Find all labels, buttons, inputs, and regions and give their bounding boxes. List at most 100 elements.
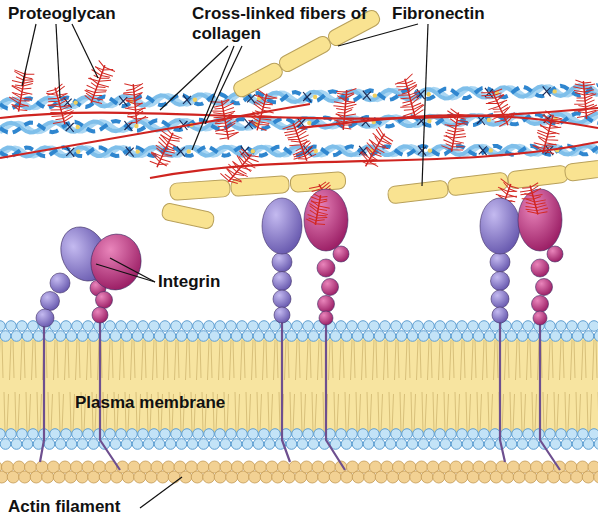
lipid-head: [435, 429, 446, 440]
lipid-head: [517, 331, 528, 342]
lipid-head: [22, 439, 33, 450]
lipid-tail: [142, 340, 147, 380]
lipid-head: [363, 331, 374, 342]
lipid-tail: [175, 340, 180, 380]
cross-link-dot: [552, 89, 556, 93]
proteoglycan: [531, 110, 564, 157]
integrin-domain: [532, 296, 549, 313]
lipid-head: [127, 321, 138, 332]
lipid-head: [374, 331, 385, 342]
lipid-tail: [0, 340, 3, 380]
lipid-head: [468, 429, 479, 440]
lipid-head: [292, 429, 303, 440]
integrin-domain: [50, 273, 70, 293]
lipid-head: [226, 429, 237, 440]
lipid-head: [319, 331, 330, 342]
glycan-chain: [360, 156, 376, 168]
leader-line: [96, 264, 155, 282]
proteoglycan: [355, 126, 395, 173]
lipid-head: [286, 439, 297, 450]
lipid-tail: [516, 340, 521, 380]
lipid-head: [594, 331, 598, 342]
lipid-head: [413, 321, 424, 332]
glycan-chain: [445, 130, 465, 136]
integrin-domain: [272, 252, 292, 272]
glycan-chain: [450, 119, 468, 125]
lipid-tail: [48, 392, 53, 432]
fibronectin-segment: [169, 179, 230, 200]
lipid-head: [149, 321, 160, 332]
glycan-chain: [574, 105, 598, 111]
lipid-head: [116, 429, 127, 440]
lipid-tail: [21, 340, 26, 380]
lipid-tail: [356, 392, 361, 432]
glycan-chain: [400, 102, 421, 110]
lipid-tail: [4, 392, 9, 432]
glycan-chain: [11, 102, 27, 108]
lipid-tail: [10, 340, 15, 380]
lipid-head: [517, 439, 528, 450]
glycan-chain: [225, 170, 242, 185]
lipid-tail: [54, 340, 59, 380]
lipid-tail: [296, 340, 301, 380]
lipid-head: [182, 429, 193, 440]
integrin-domain: [273, 290, 291, 308]
lipid-head: [83, 321, 94, 332]
red-fibers: [0, 104, 598, 178]
glycan-chain: [358, 152, 380, 167]
lipid-head: [88, 331, 99, 342]
lipid-head: [429, 439, 440, 450]
leader-line: [160, 46, 228, 110]
lipid-head: [176, 331, 187, 342]
lipid-tail: [59, 392, 64, 432]
glycan-chain: [576, 94, 596, 99]
integrin-leg: [540, 322, 560, 470]
lipid-head: [171, 321, 182, 332]
lipid-tail: [549, 340, 554, 380]
proteoglycan: [306, 193, 332, 226]
part-label: Fibronectin: [392, 4, 532, 24]
cross-link-dot: [251, 149, 255, 153]
lipid-head: [297, 439, 308, 450]
lipid-head: [17, 321, 28, 332]
lipid-head: [501, 429, 512, 440]
lipid-head: [297, 331, 308, 342]
lipid-tail: [593, 340, 598, 380]
lipid-tail: [455, 392, 460, 432]
lipid-tail: [400, 392, 405, 432]
lipid-tail: [582, 340, 587, 380]
glycan-chain: [494, 108, 515, 121]
lipid-tail: [417, 340, 422, 380]
lipid-tail: [290, 392, 295, 432]
glycan-chain: [337, 108, 352, 113]
lipid-tail: [268, 392, 273, 432]
lipid-tail: [32, 340, 37, 380]
lipid-head: [253, 331, 264, 342]
glycan-chain: [255, 92, 277, 101]
glycan-chain: [48, 97, 67, 104]
cross-link: [66, 147, 74, 157]
lipid-head: [61, 321, 72, 332]
lipid-head: [11, 439, 22, 450]
lipid-tail: [312, 392, 317, 432]
lipid-head: [468, 321, 479, 332]
glycan-chain: [128, 116, 147, 123]
lipid-head: [512, 429, 523, 440]
integrin-domain: [490, 252, 510, 272]
lipid-head: [28, 429, 39, 440]
glycan-chain: [287, 131, 307, 140]
integrin-leg: [500, 320, 505, 462]
lipid-head: [473, 331, 484, 342]
cross-link: [417, 89, 425, 99]
lipid-tail: [373, 340, 378, 380]
glycan-chain: [447, 125, 464, 130]
actin-bead: [594, 471, 598, 483]
glycan-chain: [247, 120, 268, 130]
glycan-chain: [55, 113, 73, 121]
glycan-chain: [48, 94, 67, 101]
lipid-head: [0, 321, 5, 332]
lipid-tail: [257, 392, 262, 432]
integrin-domain: [36, 309, 54, 327]
glycan-chain: [123, 87, 143, 93]
